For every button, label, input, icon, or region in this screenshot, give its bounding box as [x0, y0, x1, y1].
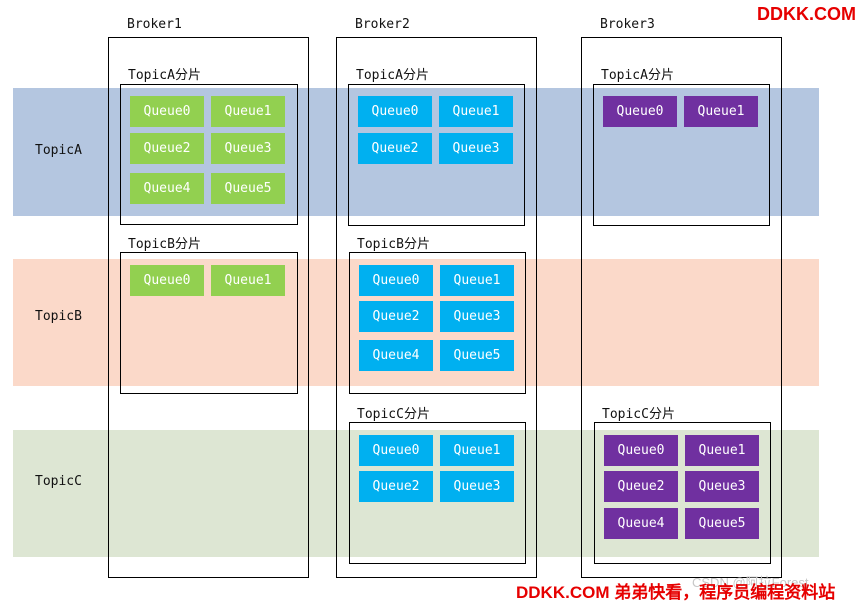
broker2-title: Broker2 [355, 17, 410, 32]
broker3-topicc-group [594, 422, 771, 564]
broker2-topicc-title: TopicC分片 [357, 407, 430, 422]
broker1-topica-queue0: Queue0 [130, 96, 204, 127]
broker3-topica-queue0: Queue0 [603, 96, 677, 127]
watermark-top: DDKK.COM [757, 4, 856, 24]
broker1-topica-title: TopicA分片 [128, 68, 201, 83]
broker2-topica-queue2: Queue2 [358, 133, 432, 164]
broker3-topicc-queue4: Queue4 [604, 508, 678, 539]
broker3-topicc-queue0: Queue0 [604, 435, 678, 466]
broker2-topicb-title: TopicB分片 [357, 237, 430, 252]
broker3-topicc-queue5: Queue5 [685, 508, 759, 539]
broker2-topica-queue3: Queue3 [439, 133, 513, 164]
broker1-topica-queue3: Queue3 [211, 133, 285, 164]
broker2-topicb-queue3: Queue3 [440, 301, 514, 332]
broker2-topica-queue0: Queue0 [358, 96, 432, 127]
broker1-topica-group [120, 84, 298, 225]
broker3-title: Broker3 [600, 17, 655, 32]
watermark-bottom: DDKK.COM 弟弟快看，程序员编程资料站 [516, 583, 836, 602]
broker3-topicc-queue2: Queue2 [604, 471, 678, 502]
broker1-box [108, 37, 309, 578]
broker2-topicb-queue0: Queue0 [359, 265, 433, 296]
broker2-box [336, 37, 537, 578]
broker1-topicb-queue0: Queue0 [130, 265, 204, 296]
broker3-topicc-queue3: Queue3 [685, 471, 759, 502]
watermark-csdn: CSDN @阿拉Forest [692, 575, 809, 590]
broker2-topica-queue1: Queue1 [439, 96, 513, 127]
broker3-topica-queue1: Queue1 [684, 96, 758, 127]
broker1-topica-queue1: Queue1 [211, 96, 285, 127]
broker1-title: Broker1 [127, 17, 182, 32]
broker2-topica-group [348, 84, 525, 226]
broker3-topicc-title: TopicC分片 [602, 407, 675, 422]
broker1-topica-queue2: Queue2 [130, 133, 204, 164]
broker2-topicb-queue2: Queue2 [359, 301, 433, 332]
broker2-topicc-queue3: Queue3 [440, 471, 514, 502]
broker3-box [581, 37, 782, 578]
topicc-label: TopicC [35, 474, 82, 489]
broker1-topicb-queue1: Queue1 [211, 265, 285, 296]
broker2-topicb-queue5: Queue5 [440, 340, 514, 371]
broker2-topicb-queue1: Queue1 [440, 265, 514, 296]
broker2-topica-title: TopicA分片 [356, 68, 429, 83]
broker1-topica-queue4: Queue4 [130, 173, 204, 204]
broker1-topicb-group [120, 252, 298, 394]
broker3-topica-group [593, 84, 770, 226]
broker2-topicc-queue2: Queue2 [359, 471, 433, 502]
broker2-topicc-queue1: Queue1 [440, 435, 514, 466]
broker2-topicc-queue0: Queue0 [359, 435, 433, 466]
topica-label: TopicA [35, 143, 82, 158]
broker1-topicb-title: TopicB分片 [128, 237, 201, 252]
broker2-topicb-group [349, 252, 526, 394]
broker1-topica-queue5: Queue5 [211, 173, 285, 204]
broker3-topica-title: TopicA分片 [601, 68, 674, 83]
broker2-topicc-group [349, 422, 526, 564]
broker3-topicc-queue1: Queue1 [685, 435, 759, 466]
topicb-label: TopicB [35, 309, 82, 324]
broker2-topicb-queue4: Queue4 [359, 340, 433, 371]
